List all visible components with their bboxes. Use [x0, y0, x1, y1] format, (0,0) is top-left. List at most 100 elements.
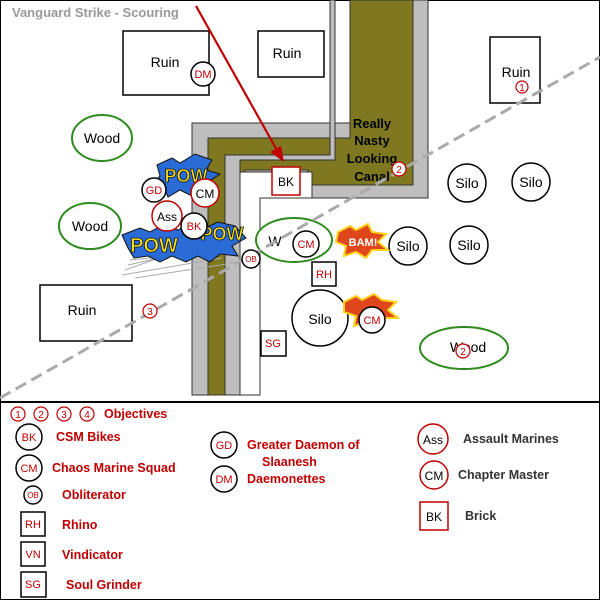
ruin-2	[257, 30, 325, 78]
svg-text:Ass: Ass	[157, 210, 177, 224]
objective-marker-2-wood: 2	[455, 343, 471, 359]
road-gap	[239, 171, 313, 396]
unit-rhino[interactable]: RH	[311, 261, 337, 287]
unit-chapter-master[interactable]: CM	[190, 178, 220, 208]
unit-soul-grinder[interactable]: SG	[260, 330, 287, 357]
unit-assault-marines[interactable]: Ass	[151, 200, 183, 232]
objective-marker-2-canal: 2	[391, 161, 407, 177]
legend-label-csm-bikes: CSM Bikes	[56, 430, 121, 444]
legend-label-vindicator: Vindicator	[62, 548, 123, 562]
legend-symbol-greater-daemon: GD	[210, 431, 238, 459]
legend-symbol-assault-marines: Ass	[417, 423, 449, 455]
svg-text:DM: DM	[215, 474, 232, 486]
legend-label-greater-daemon: Greater Daemon of	[247, 438, 360, 452]
canal-label-2: Nasty	[354, 133, 390, 148]
legend-label-rhino: Rhino	[62, 518, 98, 532]
canal-label-3: Looking	[347, 151, 398, 166]
svg-text:1: 1	[15, 410, 21, 421]
unit-daemonettes[interactable]: DM	[190, 61, 216, 87]
movement-arrow	[195, 5, 284, 162]
canal-label-4: Canal	[354, 169, 389, 184]
svg-text:DM: DM	[194, 69, 211, 81]
silo-3	[388, 226, 428, 266]
unit-csm-bikes[interactable]: BK	[180, 212, 208, 240]
svg-text:SG: SG	[25, 579, 41, 591]
unit-brick[interactable]: BK	[271, 166, 301, 196]
legend-objectives: 1 2 3 4	[10, 406, 95, 422]
unit-chaos-marine-squad-1[interactable]: CM	[292, 230, 320, 258]
svg-text:1: 1	[519, 83, 525, 94]
svg-text:BK: BK	[278, 175, 294, 189]
svg-text:VN: VN	[25, 549, 40, 561]
silo-4	[449, 225, 489, 265]
legend-symbol-vindicator: VN	[20, 541, 46, 567]
legend-label-daemonettes: Daemonettes	[247, 472, 326, 486]
svg-text:CM: CM	[425, 469, 444, 483]
unit-obliterator[interactable]: OB	[241, 249, 261, 269]
deployment-line	[0, 55, 600, 400]
ruin-3-label: Ruin	[502, 64, 531, 80]
unit-greater-daemon[interactable]: GD	[141, 177, 167, 203]
wood-1	[71, 114, 133, 162]
canal-label-1: Really	[353, 116, 392, 131]
svg-text:2: 2	[38, 410, 44, 421]
map-title: Vanguard Strike - Scouring	[12, 5, 179, 20]
wood-2-label: Wood	[72, 218, 108, 234]
legend-symbol-soul-grinder: SG	[20, 571, 47, 598]
ruin-1-label: Ruin	[151, 54, 180, 70]
silo-1-label: Silo	[455, 175, 479, 191]
svg-text:CM: CM	[297, 239, 314, 251]
legend-symbol-chaos-marine-squad: CM	[15, 454, 43, 482]
silo-4-label: Silo	[457, 237, 481, 253]
svg-text:RH: RH	[25, 519, 41, 531]
silo-3-label: Silo	[396, 238, 420, 254]
legend-label-soul-grinder: Soul Grinder	[66, 578, 142, 592]
svg-text:4: 4	[84, 410, 90, 421]
legend-symbol-csm-bikes: BK	[15, 423, 43, 451]
legend-objectives-label: Objectives	[104, 407, 168, 421]
svg-text:2: 2	[396, 165, 402, 176]
svg-text:Ass: Ass	[423, 433, 443, 447]
svg-text:3: 3	[61, 410, 67, 421]
svg-text:GD: GD	[146, 185, 163, 197]
silo-2-label: Silo	[519, 174, 543, 190]
svg-text:CM: CM	[363, 315, 380, 327]
legend-label-brick: Brick	[465, 509, 497, 523]
objective-marker-1: 1	[515, 80, 529, 94]
ruin-3	[489, 36, 541, 104]
svg-text:BK: BK	[187, 221, 202, 233]
svg-text:CM: CM	[20, 463, 37, 475]
svg-text:CM: CM	[196, 187, 215, 201]
legend-label-chaos-marine-squad: Chaos Marine Squad	[52, 461, 176, 475]
legend-label-obliterator: Obliterator	[62, 488, 126, 502]
unit-chaos-marine-squad-2[interactable]: CM	[358, 306, 386, 334]
ruin-4-label: Ruin	[68, 302, 97, 318]
svg-text:RH: RH	[316, 269, 332, 281]
objective-marker-3: 3	[142, 303, 158, 319]
silo-5	[291, 289, 349, 347]
svg-text:GD: GD	[216, 440, 233, 452]
legend-symbol-obliterator: OB	[23, 485, 43, 505]
silo-2	[511, 162, 551, 202]
pow-text-left: POW	[130, 235, 178, 257]
silo-1	[447, 163, 487, 203]
legend-label-chapter-master: Chapter Master	[458, 468, 549, 482]
pow-effect-bottom: POW POW	[121, 221, 247, 263]
svg-text:2: 2	[460, 347, 466, 358]
legend-symbol-chapter-master: CM	[419, 460, 449, 490]
wood-2	[58, 202, 122, 250]
bam-effect-1: BAM!	[334, 222, 391, 260]
svg-text:BK: BK	[22, 432, 37, 444]
ruin-1	[122, 30, 210, 96]
wood-1-label: Wood	[84, 130, 120, 146]
svg-text:OB: OB	[27, 491, 39, 500]
bam-text-1: BAM!	[349, 237, 378, 249]
svg-text:BK: BK	[426, 510, 442, 524]
svg-text:3: 3	[147, 307, 153, 318]
svg-text:SG: SG	[265, 338, 281, 350]
silo-5-label: Silo	[308, 311, 332, 327]
ruin-2-label: Ruin	[273, 45, 302, 61]
pow-text-right: POW	[201, 224, 244, 244]
legend-label-assault-marines: Assault Marines	[463, 432, 559, 446]
